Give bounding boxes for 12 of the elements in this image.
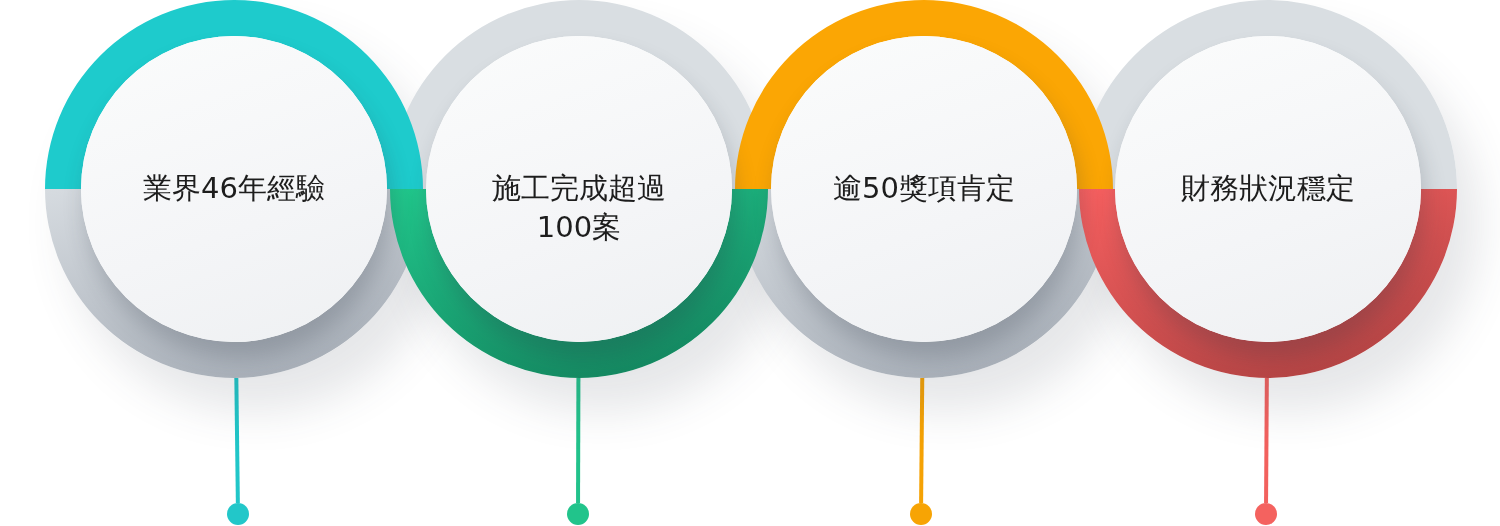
endpoint-dot [227,503,249,525]
feature-text: 財務狀況穩定 [1180,170,1356,207]
connector-line [1264,378,1269,503]
feature-text: 施工完成超過100案 [491,170,667,246]
connector-line [234,377,240,504]
endpoint-dot [567,503,589,525]
feature-text: 業界46年經驗 [142,170,326,207]
endpoint-dot [910,503,932,525]
feature-text: 逾50獎項肯定 [832,170,1016,207]
endpoint-dot [1255,503,1277,525]
connector-line [919,377,925,504]
connector-line [576,378,581,503]
